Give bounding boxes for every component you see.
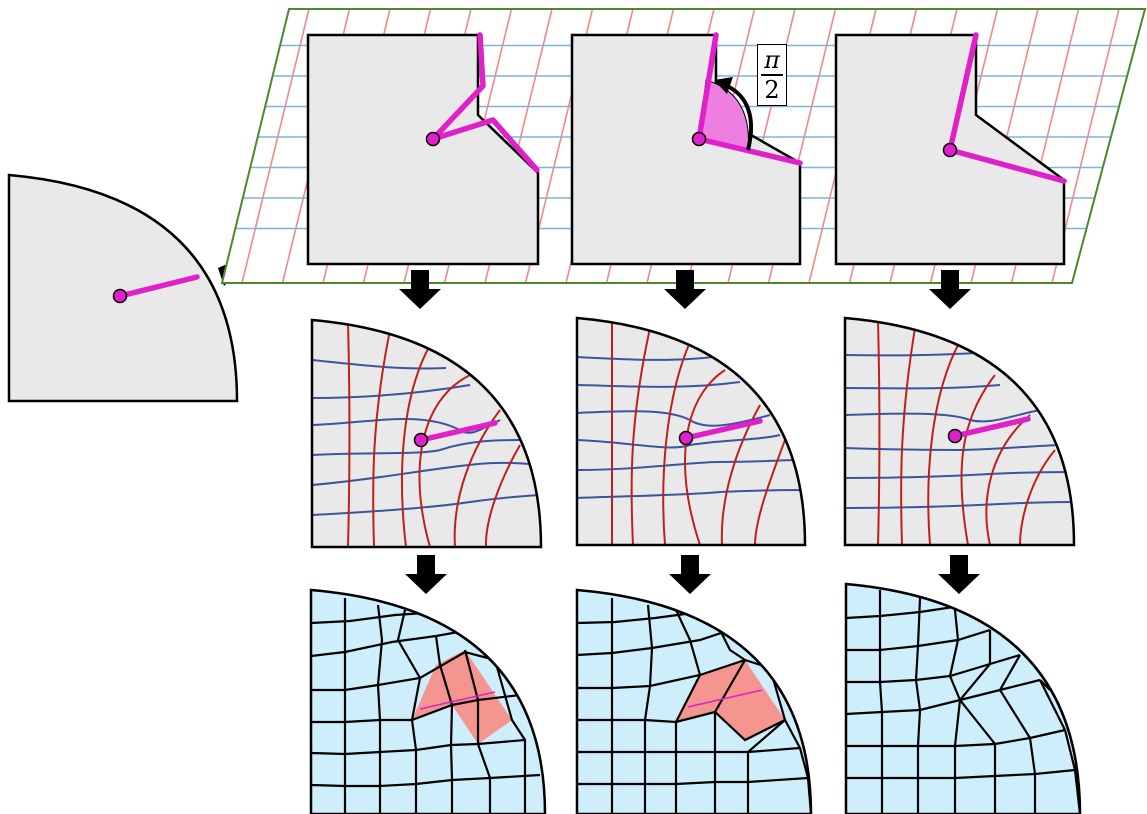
down-arrow-icon	[669, 555, 711, 594]
down-arrow-icon	[929, 270, 971, 309]
down-arrow-icon	[405, 555, 447, 594]
parameter-grid	[220, 8, 1147, 284]
mapped-quarter-2	[575, 316, 807, 547]
parallelogram-border	[220, 8, 1147, 284]
curved-arrow-icon	[726, 84, 753, 151]
quad-mesh-3	[844, 582, 1082, 814]
quad-mesh-2	[575, 588, 813, 814]
input-domain	[7, 173, 239, 403]
mapped-quarter-3	[843, 316, 1076, 547]
square-1-crack-tip	[425, 131, 441, 147]
input-crack-tip	[112, 288, 128, 304]
fraction-bar	[761, 74, 783, 76]
mapped-quarter-1	[310, 318, 543, 549]
angle-annotation: π 2	[757, 44, 787, 106]
input-quarter-disk	[7, 173, 239, 403]
down-arrow-icon	[938, 555, 980, 594]
input-crack	[117, 274, 200, 299]
square-2-crack-tip	[691, 131, 707, 147]
square-3-crack-tip	[942, 142, 958, 158]
quad-mesh-1	[309, 588, 547, 814]
grid-line-vertical	[241, 9, 310, 283]
down-arrow-icon	[399, 270, 441, 309]
angle-numerator: π	[764, 46, 780, 74]
down-arrow-icon	[664, 270, 706, 309]
angle-denominator: 2	[764, 75, 780, 104]
curved-arrow-head	[714, 77, 733, 94]
arrows	[399, 270, 980, 594]
